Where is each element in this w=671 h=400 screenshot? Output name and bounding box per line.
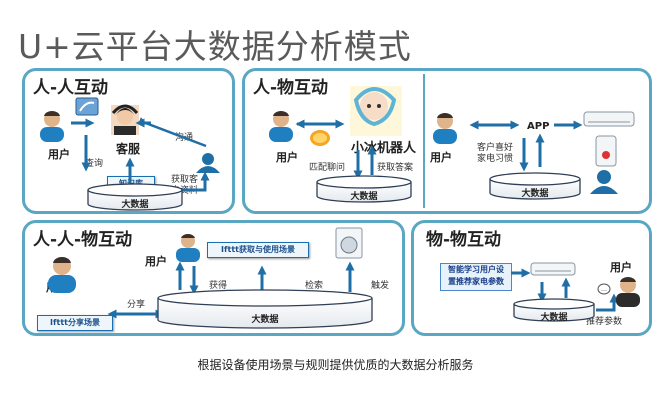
panel-title: 人-人互动 — [33, 78, 109, 98]
ifttt-use-box: Ifttt获取与使用场景 — [207, 242, 309, 258]
service-agent-icon — [111, 104, 139, 135]
page-title: U+云平台大数据分析模式 — [18, 27, 412, 66]
robot-avatar-icon — [350, 86, 402, 136]
get-label: 获得 — [209, 281, 228, 291]
person-silhouette-icon — [590, 170, 618, 194]
query-label: 查询 — [85, 159, 104, 169]
search-label: 检索 — [305, 281, 324, 291]
air-conditioner-icon — [583, 111, 635, 127]
user-label-1: 用户 — [276, 151, 298, 164]
chat-bubble-icon — [310, 130, 330, 146]
robot-label: 小冰机器人 — [351, 141, 417, 156]
db-label: 大数据 — [251, 313, 278, 325]
panel-machine-machine: 物-物互动 智能学习用户设 置推荐家电参数 用户 推荐参数 — [411, 220, 652, 336]
db-label: 大数据 — [540, 311, 567, 323]
big-data-cylinder — [87, 183, 183, 211]
svg-text:…: … — [601, 286, 607, 293]
smart-learning-box: 智能学习用户设 置推荐家电参数 — [440, 263, 512, 291]
big-data-cylinder — [489, 172, 581, 200]
person-icon — [176, 233, 200, 262]
db-label: 大数据 — [121, 198, 148, 210]
preferences-label: 客户喜好 家电习惯 — [477, 143, 514, 164]
person-silhouette-icon — [196, 153, 220, 173]
person-icon — [433, 112, 457, 144]
arrow-icon — [596, 293, 619, 312]
washing-machine-icon — [335, 227, 363, 259]
user-label-2: 用户 — [430, 151, 452, 164]
communicate-arrow — [138, 117, 207, 148]
match-label: 匹配聊问 — [309, 163, 346, 173]
water-heater-icon — [595, 135, 617, 167]
panel-title: 人-人-物互动 — [33, 230, 133, 250]
monitor-icon — [75, 97, 99, 116]
arrow-icon — [172, 171, 210, 192]
db-label: 大数据 — [350, 190, 377, 202]
big-data-cylinder — [513, 298, 595, 322]
recommend-label: 推荐参数 — [586, 317, 623, 327]
user-label: 用户 — [48, 148, 70, 161]
person-icon — [616, 276, 640, 307]
panel-title: 物-物互动 — [426, 230, 502, 250]
trigger-label: 触发 — [371, 281, 390, 291]
ifttt-share-box: Ifttt分享场景 — [37, 315, 113, 331]
big-data-cylinder — [316, 175, 412, 203]
chat-bubble-icon: … — [597, 283, 611, 295]
answer-label: 获取答案 — [377, 163, 414, 173]
air-conditioner-icon — [530, 262, 576, 276]
person-icon — [40, 110, 64, 142]
panel-human-machine: 人-物互动 用户 小冰机器人 匹配聊问 获取答案 用户 APP 客户喜好 家电习… — [242, 68, 652, 214]
panel-title: 人-物互动 — [253, 78, 329, 98]
big-data-cylinder — [157, 289, 373, 329]
caption: 根据设备使用场景与规则提供优质的大数据分析服务 — [197, 358, 474, 372]
user-label-2: 用户 — [145, 255, 167, 268]
app-label: APP — [527, 121, 550, 132]
service-label: 客服 — [116, 142, 141, 156]
share-label: 分享 — [127, 300, 146, 310]
db-label: 大数据 — [521, 187, 548, 199]
person-icon — [269, 110, 293, 142]
person-icon — [48, 256, 76, 293]
user-label: 用户 — [610, 261, 632, 274]
